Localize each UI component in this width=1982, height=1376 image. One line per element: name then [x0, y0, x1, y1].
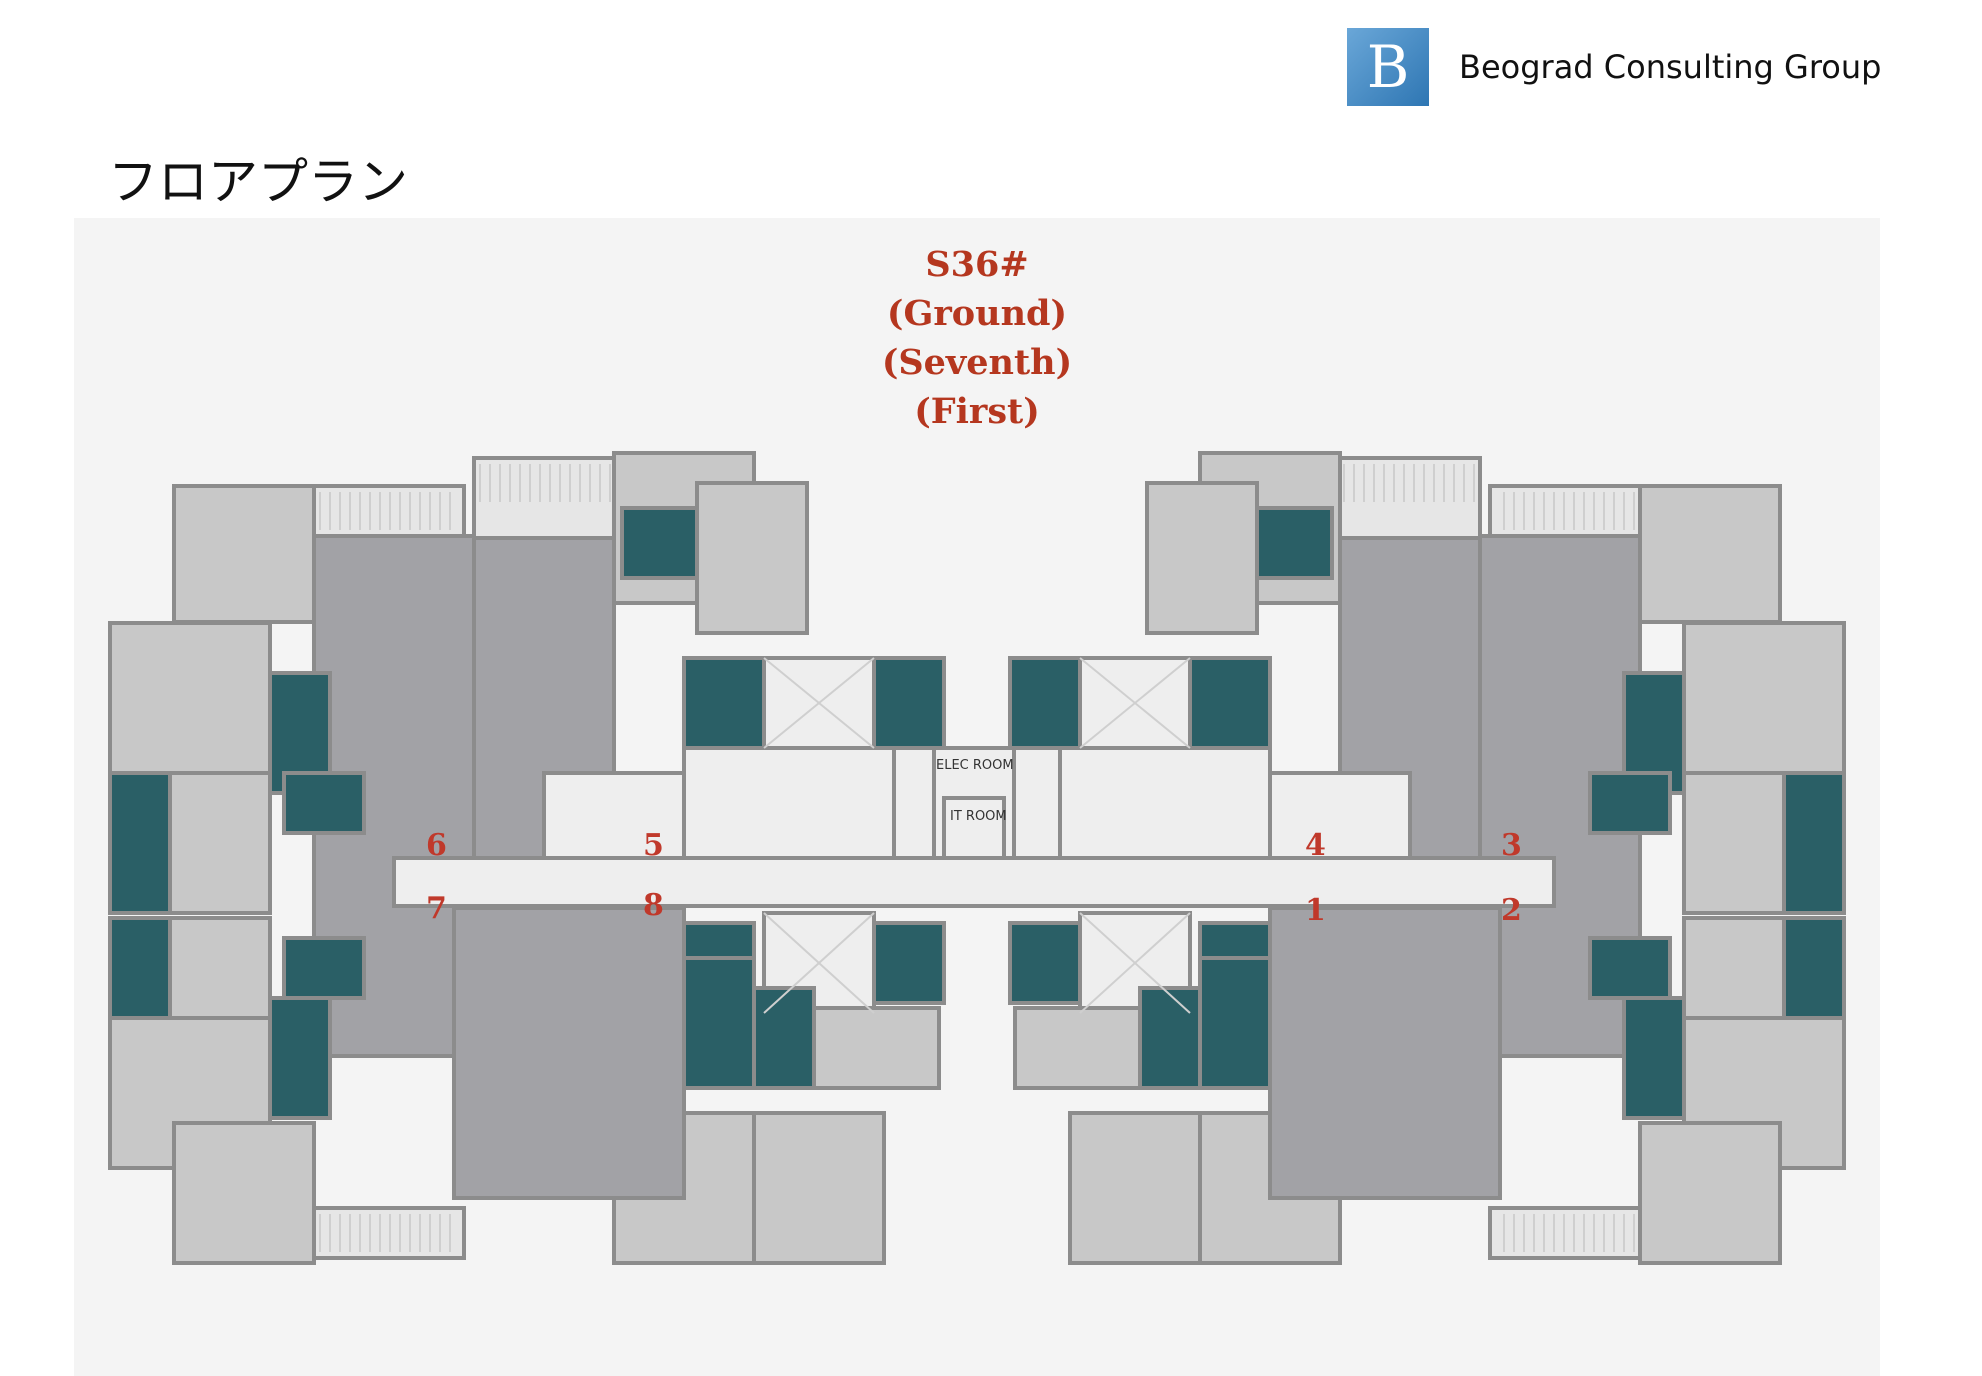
plan-shaft-cross-b-left-0 [763, 657, 875, 749]
plan-bath-right-30 [1138, 986, 1202, 1090]
plan-bath-right-18 [1255, 506, 1334, 580]
plan-shaft-cross-b-left-1 [763, 912, 875, 1014]
plan-bedroom-left-19 [695, 481, 809, 635]
plan-bath-right-8 [1588, 771, 1672, 835]
plan-bedroom-right-33 [1068, 1111, 1202, 1265]
unit-number-4: 4 [1305, 828, 1326, 863]
plan-bath-left-28 [872, 921, 946, 1005]
unit-number-8: 8 [643, 888, 664, 923]
unit-number-2: 2 [1501, 893, 1522, 928]
plan-bedroom-left-4 [108, 621, 272, 775]
plan-balcony-right-16 [1338, 456, 1482, 540]
unit-number-5: 5 [643, 828, 664, 863]
plan-bath-left-11 [282, 936, 366, 1000]
plan-title: S36# (Ground) (Seventh) (First) [74, 240, 1880, 436]
plan-bedroom-right-31 [1013, 1006, 1142, 1090]
plan-title-line-1: S36# [925, 244, 1029, 285]
plan-it-room [942, 796, 1006, 860]
plan-shaft-cross-b-right-1 [1079, 912, 1191, 1014]
plan-shaft-cross-b-right-0 [1079, 657, 1191, 749]
company-logo: B [1347, 28, 1429, 106]
plan-bath-right-11 [1588, 936, 1672, 1000]
unit-number-3: 3 [1501, 828, 1522, 863]
plan-living-right-34 [1268, 906, 1502, 1200]
plan-corridor-left-24 [682, 746, 896, 860]
floor-plan-panel: S36# (Ground) (Seventh) (First) ELEC ROO… [74, 218, 1880, 1376]
plan-title-line-2: (Ground) [886, 293, 1068, 334]
plan-bedroom-right-19 [1145, 481, 1259, 635]
plan-bedroom-left-31 [812, 1006, 941, 1090]
plan-title-line-3: (Seventh) [881, 342, 1073, 383]
it-room-label: IT ROOM [950, 809, 1007, 824]
plan-bath-right-6 [1782, 771, 1846, 915]
floor-plan-drawing: ELEC ROOM IT ROOM 4 3 5 6 7 8 1 2 [108, 451, 1846, 1265]
plan-title-line-4: (First) [914, 391, 1040, 432]
plan-bedroom-left-14 [172, 1121, 316, 1265]
plan-bedroom-right-4 [1682, 621, 1846, 775]
plan-bedroom-left-7 [168, 771, 272, 915]
unit-number-6: 6 [426, 828, 447, 863]
plan-bath-left-30 [752, 986, 816, 1090]
unit-number-1: 1 [1305, 893, 1326, 928]
plan-bath-left-8 [282, 771, 366, 835]
unit-number-7: 7 [426, 891, 447, 926]
plan-corridor-right-24 [1058, 746, 1272, 860]
plan-bedroom-right-14 [1638, 1121, 1782, 1265]
plan-bedroom-right-7 [1682, 771, 1786, 915]
company-name: Beograd Consulting Group [1459, 48, 1882, 86]
plan-bedroom-right-0 [1638, 484, 1782, 624]
elec-room-label: ELEC ROOM [936, 758, 1014, 773]
plan-bedroom-left-0 [172, 484, 316, 624]
plan-bath-left-6 [108, 771, 172, 915]
brand: B Beograd Consulting Group [1347, 28, 1881, 106]
plan-balcony-left-16 [472, 456, 616, 540]
page-title: フロアプラン [108, 153, 408, 211]
plan-bath-left-18 [620, 506, 699, 580]
plan-bath-right-13 [1622, 996, 1686, 1120]
plan-bath-right-28 [1008, 921, 1082, 1005]
plan-living-left-34 [452, 906, 686, 1200]
plan-central-corridor [392, 856, 1556, 908]
plan-bath-left-13 [268, 996, 332, 1120]
plan-bedroom-left-33 [752, 1111, 886, 1265]
